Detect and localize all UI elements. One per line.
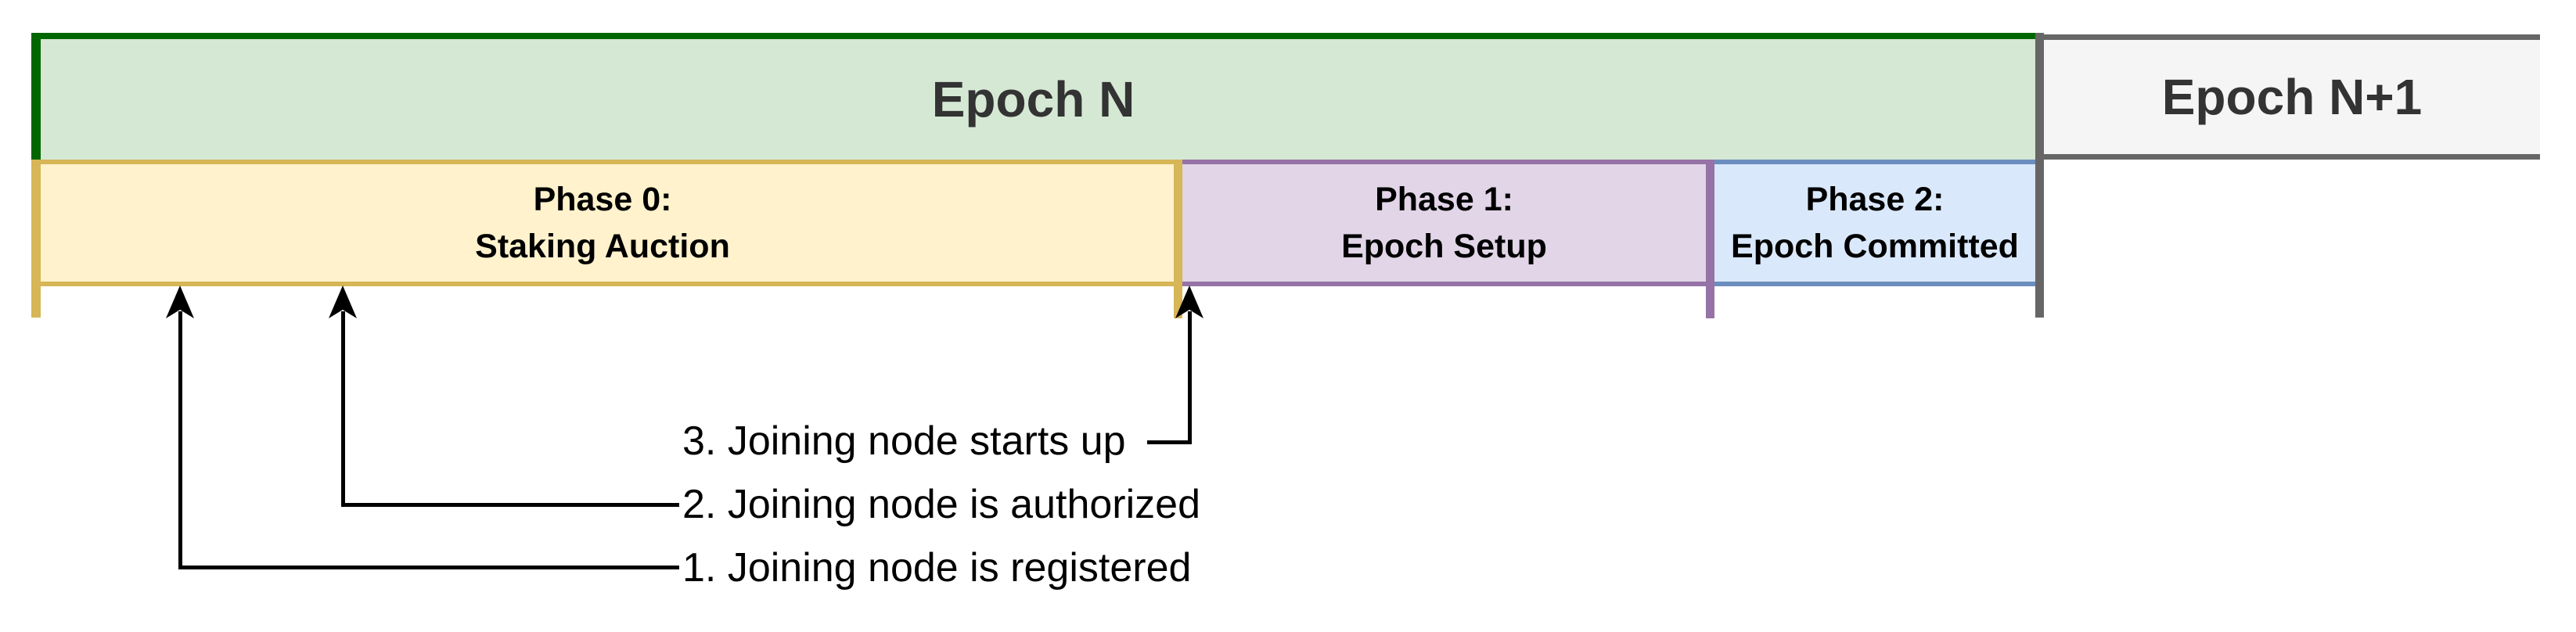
phase-0-staking-auction-bar: Phase 0: Staking Auction (31, 160, 1174, 286)
epoch-n1-label: Epoch N+1 (2161, 69, 2423, 125)
phase-0-subtitle: Staking Auction (475, 228, 730, 265)
phase-1-subtitle: Epoch Setup (1341, 228, 1547, 265)
arrow-up-icon (329, 285, 357, 318)
connector-2-horizontal-line (341, 503, 679, 507)
arrow-up-icon (166, 285, 194, 318)
epoch-start-marker (31, 33, 41, 160)
arrow-up-icon (1175, 285, 1203, 318)
annotation-node-starts-up: 3. Joining node starts up (682, 418, 1126, 464)
phase-0-end-marker (1174, 160, 1182, 318)
phase-1-epoch-setup-bar: Phase 1: Epoch Setup (1182, 160, 1706, 286)
connector-3-horizontal-line (1147, 440, 1192, 444)
phase-0-start-marker (31, 160, 41, 318)
phase-0-title: Phase 0: (533, 181, 672, 218)
phase-2-subtitle: Epoch Committed (1731, 228, 2019, 265)
phase-1-end-marker (1706, 160, 1714, 318)
annotation-node-registered: 1. Joining node is registered (682, 545, 1192, 591)
connector-1-vertical-line (178, 311, 182, 569)
phase-1-title: Phase 1: (1375, 181, 1513, 218)
annotation-node-authorized: 2. Joining node is authorized (682, 482, 1201, 527)
epoch-n-label: Epoch N (931, 71, 1135, 127)
phase-2-epoch-committed-bar: Phase 2: Epoch Committed (1714, 160, 2035, 286)
epoch-boundary-marker (2035, 33, 2044, 318)
connector-2-vertical-line (341, 311, 345, 507)
phase-2-title: Phase 2: (1805, 181, 1945, 218)
connector-3-vertical-line (1188, 311, 1192, 444)
connector-1-horizontal-line (178, 566, 679, 569)
epoch-n1-bar: Epoch N+1 (2044, 34, 2540, 160)
epoch-n-bar: Epoch N (31, 33, 2035, 160)
